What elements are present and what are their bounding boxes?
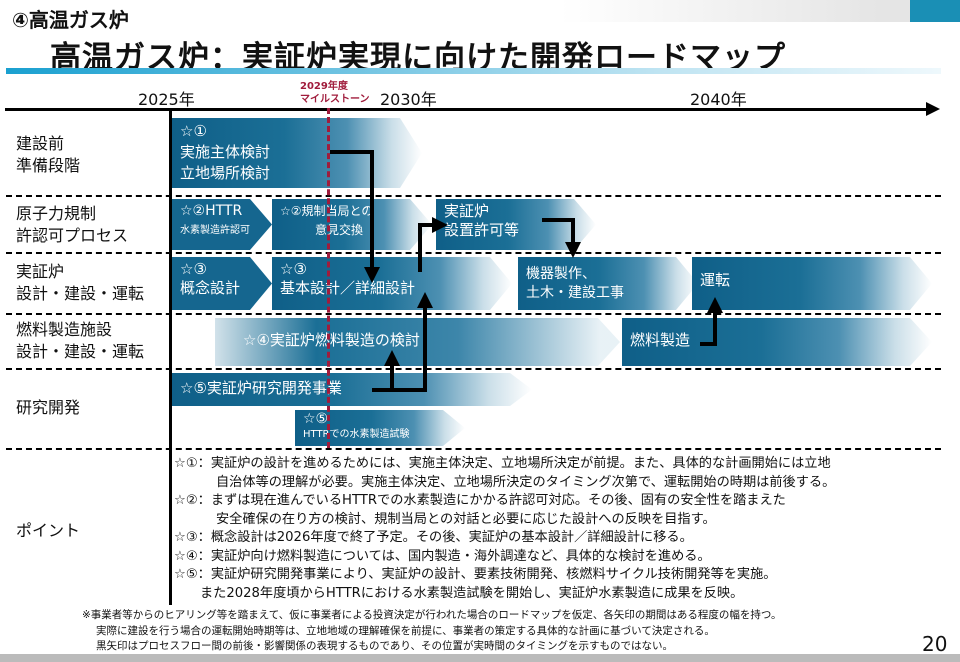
row-divider — [6, 195, 941, 197]
year-2040: 2040年 — [690, 90, 747, 109]
milestone-year: 2029年度 — [300, 81, 348, 92]
bar-rnd-program: ☆⑤実証炉研究開発事業 — [172, 373, 532, 406]
bar-text: ☆④実証炉燃料製造の検討 — [243, 331, 420, 349]
header-decoration — [560, 0, 960, 22]
bar-text: HTTRでの水素製造試験 — [303, 429, 410, 440]
row-label-licensing: 原子力規制許認可プロセス — [16, 203, 128, 247]
row-divider — [6, 252, 941, 254]
label-line: 原子力規制 — [16, 204, 97, 223]
bar-text: 水素製造許認可 — [180, 225, 250, 236]
bar-text: 運転 — [700, 271, 731, 289]
bar-regulator-dialogue: ☆②規制当局との意見交換 — [272, 199, 432, 250]
footnote: 実際に建設を行う場合の運転開始時期等は、立地地域の理解確保を前提に、事業者の策定… — [96, 624, 715, 637]
bar-text: ☆③ — [180, 260, 207, 278]
label-line: 実証炉 — [16, 262, 65, 281]
footnote: 黒矢印はプロセスフロー間の前後・影響関係の表現するものであり、その位置が実時間の… — [96, 640, 673, 652]
bar-text: 燃料製造 — [630, 331, 691, 349]
bar-text: 機器製作、 — [526, 266, 596, 282]
row-label-rnd: 研究開発 — [16, 397, 80, 419]
arrow-icon — [418, 217, 448, 272]
point-item: 安全確保の在り方の検討、規制当局との対話と必要に応じた設計への反映を目指す。 — [216, 511, 716, 527]
point-item: ☆④：実証炉向け燃料製造については、国内製造・海外調達など、具体的な検討を進める… — [174, 548, 711, 564]
row-label-reactor: 実証炉設計・建設・運転 — [16, 261, 144, 305]
label-line: ポイント — [16, 521, 81, 540]
label-line: 許認可プロセス — [16, 226, 129, 245]
point-item: また2028年度頃からHTTRにおける水素製造試験を開始し、実証炉水素製造に成果… — [200, 585, 744, 601]
row-divider — [6, 448, 941, 450]
arrow-icon — [330, 150, 380, 283]
section-label: ④高温ガス炉 — [12, 8, 129, 32]
bar-text: ☆① — [180, 122, 207, 140]
row-label-points: ポイント — [16, 520, 80, 542]
year-2030: 2030年 — [380, 90, 437, 109]
milestone-label: 2029年度マイルストーン — [300, 80, 370, 106]
point-item: ☆⑤：実証炉研究開発事業により、実証炉の設計、要素技術開発、核燃料サイクル技術開… — [174, 567, 777, 582]
axis-arrowhead — [926, 102, 940, 116]
point-item: ☆③：概念設計は2026年度で終了予定。その後、実証炉の基本設計／詳細設計に移る… — [174, 530, 693, 545]
label-line: 燃料製造施設 — [16, 320, 113, 339]
bar-text: ☆⑤実証炉研究開発事業 — [180, 379, 342, 397]
footnotes: ※事業者等からのヒアリング等を踏まえて、仮に事業者による投資決定が行われた場合の… — [82, 608, 782, 655]
bar-construction: 機器製作、土木・建設工事 — [518, 257, 698, 310]
arrow-icon — [700, 297, 723, 346]
point-item: 自治体等の理解が必要。実施主体決定、立地場所決定のタイミング次第で、運転開始の時… — [216, 474, 836, 490]
point-item: ☆①：実証炉の設計を進めるためには、実施主体決定、立地場所決定が前提。また、具体… — [174, 456, 831, 471]
arrow-icon — [372, 292, 433, 392]
row-divider — [6, 313, 941, 315]
milestone-line — [327, 108, 330, 448]
label-line: 建設前 — [16, 134, 65, 153]
bar-text: 基本設計／詳細設計 — [280, 279, 416, 297]
page-number: 20 — [922, 632, 948, 656]
bar-httr-licensing: ☆②HTTR 水素製造許認可 — [172, 199, 272, 250]
bar-text: 実証炉 — [444, 202, 490, 220]
timeline-axis — [5, 108, 930, 111]
point-item: ☆②：まずは現在進んでいるHTTRでの水素製造にかかる許認可対応。その後、固有の… — [174, 493, 786, 508]
year-2025: 2025年 — [138, 90, 195, 109]
footnote: ※事業者等からのヒアリング等を踏まえて、仮に事業者による投資決定が行われた場合の… — [82, 609, 782, 621]
bar-fuel-study: ☆④実証炉燃料製造の検討 — [215, 318, 620, 366]
bar-text: ☆②規制当局との — [280, 204, 374, 218]
title-rule — [6, 68, 941, 74]
bar-text: 実施主体検討 — [180, 143, 271, 161]
bar-text: 立地場所検討 — [180, 164, 271, 182]
bar-text: 概念設計 — [180, 279, 241, 297]
bar-httr-hydrogen-test: ☆⑤ HTTRでの水素製造試験 — [295, 410, 465, 446]
milestone-text: マイルストーン — [300, 94, 370, 105]
bar-operation: 運転 — [692, 257, 932, 310]
label-divider — [169, 110, 172, 605]
bar-text: ☆②HTTR — [180, 203, 243, 219]
label-line: 準備段階 — [16, 156, 81, 175]
label-line: 研究開発 — [16, 398, 81, 417]
label-line: 設計・建設・運転 — [16, 342, 145, 361]
bar-text: ☆③ — [280, 260, 307, 278]
arrow-icon — [542, 218, 581, 258]
row-divider — [6, 368, 941, 370]
label-line: 設計・建設・運転 — [16, 284, 145, 303]
footer-bar — [0, 654, 960, 662]
bar-text: 土木・建設工事 — [526, 285, 624, 301]
bar-entity-site: ☆① 実施主体検討立地場所検討 — [172, 118, 422, 188]
row-label-preparation: 建設前準備段階 — [16, 133, 80, 177]
row-label-fuel: 燃料製造施設設計・建設・運転 — [16, 319, 144, 363]
bar-text: ☆⑤ — [303, 411, 329, 427]
header-accent — [910, 0, 960, 22]
bar-text: 設置許可等 — [444, 221, 520, 239]
bar-installation-permit: 実証炉設置許可等 — [436, 199, 596, 250]
bar-fuel-production: 燃料製造 — [622, 318, 932, 366]
points-list: ☆①：実証炉の設計を進めるためには、実施主体決定、立地場所決定が前提。また、具体… — [174, 455, 835, 603]
